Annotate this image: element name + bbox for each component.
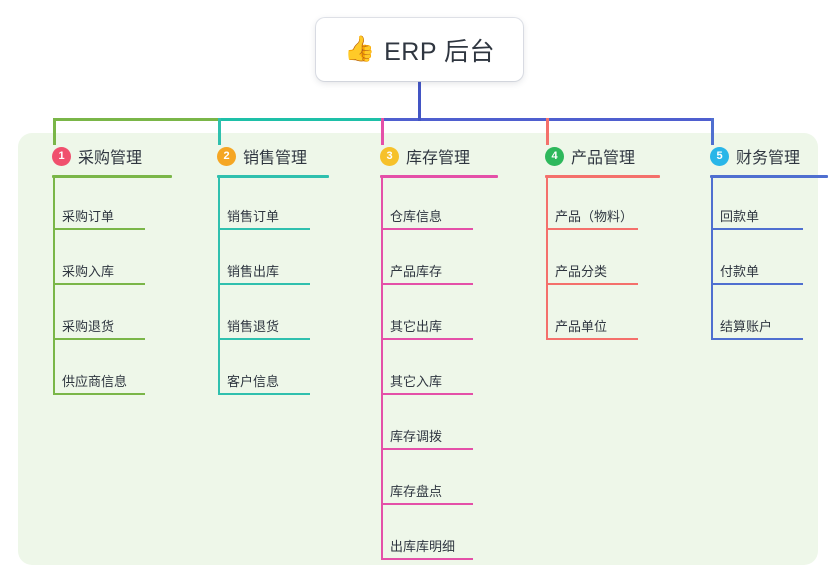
diagram-panel [18, 133, 818, 565]
leaf-item-underline [53, 393, 145, 395]
leaf-item-label[interactable]: 产品分类 [555, 264, 608, 279]
connector-drop-5 [711, 118, 714, 145]
branch-underline [710, 175, 828, 178]
connector-drop-2 [218, 118, 221, 145]
branch-column-2: 2 销售管理销售订单销售出库销售退货客户信息 [195, 143, 329, 395]
leaf-item-underline [381, 393, 473, 395]
leaf-item-label[interactable]: 采购订单 [62, 209, 115, 224]
branch-header-4[interactable]: 4 产品管理 [523, 143, 635, 169]
leaf-item-label[interactable]: 其它出库 [390, 319, 443, 334]
leaf-item-label[interactable]: 库存调拨 [390, 429, 443, 444]
branch-title: 产品管理 [571, 150, 636, 167]
branch-column-4: 4 产品管理产品（物料） 产品分类产品单位 [523, 143, 660, 340]
leaf-item-underline [381, 448, 473, 450]
leaf-item-underline [218, 283, 310, 285]
connector-drop-1 [53, 118, 56, 145]
branch-column-1: 1 采购管理采购订单采购入库采购退货供应商信息 [30, 143, 172, 395]
leaf-item-underline [381, 558, 473, 560]
leaf-item-underline [53, 283, 145, 285]
leaf-item-label[interactable]: 出库库明细 [390, 539, 456, 554]
branch-title: 库存管理 [406, 150, 471, 167]
leaf-item-label[interactable]: 供应商信息 [62, 374, 128, 389]
branch-spine [546, 176, 548, 340]
branch-spine [381, 176, 383, 560]
leaf-item-underline [381, 338, 473, 340]
leaf-item-label[interactable]: 产品单位 [555, 319, 608, 334]
branch-spine [218, 176, 220, 395]
leaf-item-label[interactable]: 采购入库 [62, 264, 115, 279]
branch-number-badge: 1 [52, 146, 71, 166]
leaf-item-label[interactable]: 销售出库 [227, 264, 280, 279]
leaf-item-underline [381, 228, 473, 230]
branch-number-badge: 5 [710, 146, 729, 166]
leaf-item-label[interactable]: 产品库存 [390, 264, 443, 279]
branch-column-5: 5 财务管理回款单付款单结算账户 [688, 143, 828, 340]
branch-spine [711, 176, 713, 340]
leaf-item-label[interactable]: 产品（物料） [555, 209, 634, 224]
branch-title: 采购管理 [78, 150, 143, 167]
branch-title: 销售管理 [243, 150, 308, 167]
connector-bar-mid [218, 118, 384, 121]
leaf-item-label[interactable]: 采购退货 [62, 319, 115, 334]
root-stem [418, 81, 421, 121]
branch-header-1[interactable]: 1 采购管理 [30, 143, 142, 169]
leaf-item-underline [218, 228, 310, 230]
leaf-item-underline [53, 338, 145, 340]
root-title: ERP 后台 [384, 37, 496, 66]
branch-number-badge: 4 [545, 146, 564, 166]
leaf-item-label[interactable]: 仓库信息 [390, 209, 443, 224]
branch-spine [53, 176, 55, 395]
leaf-item-underline [546, 228, 638, 230]
connector-bar-left [53, 118, 221, 121]
leaf-item-underline [711, 228, 803, 230]
branch-header-5[interactable]: 5 财务管理 [688, 143, 800, 169]
branch-column-3: 3 库存管理仓库信息产品库存其它出库其它入库库存调拨库存盘点出库库明细 [358, 143, 498, 560]
thumbs-up-icon: 👍 [343, 35, 376, 63]
branch-underline [380, 175, 498, 178]
leaf-item-label[interactable]: 销售订单 [227, 209, 280, 224]
leaf-item-underline [381, 503, 473, 505]
leaf-item-underline [381, 283, 473, 285]
leaf-item-label[interactable]: 客户信息 [227, 374, 280, 389]
branch-number-badge: 3 [380, 146, 399, 166]
leaf-item-label[interactable]: 回款单 [720, 209, 760, 224]
leaf-item-label[interactable]: 库存盘点 [390, 484, 443, 499]
branch-underline [217, 175, 329, 178]
leaf-item-underline [711, 338, 803, 340]
leaf-item-underline [218, 393, 310, 395]
connector-drop-4 [546, 118, 549, 145]
branch-header-3[interactable]: 3 库存管理 [358, 143, 470, 169]
branch-underline [52, 175, 172, 178]
leaf-item-label[interactable]: 结算账户 [720, 319, 773, 334]
leaf-item-label[interactable]: 其它入库 [390, 374, 443, 389]
branch-title: 财务管理 [736, 150, 801, 167]
connector-drop-3 [381, 118, 384, 145]
leaf-item-label[interactable]: 销售退货 [227, 319, 280, 334]
leaf-item-underline [546, 338, 638, 340]
leaf-item-label[interactable]: 付款单 [720, 264, 760, 279]
branch-underline [545, 175, 660, 178]
leaf-item-underline [218, 338, 310, 340]
branch-header-2[interactable]: 2 销售管理 [195, 143, 307, 169]
leaf-item-underline [546, 283, 638, 285]
branch-number-badge: 2 [217, 146, 236, 166]
root-node[interactable]: 👍 ERP 后台 [316, 18, 523, 81]
leaf-item-underline [711, 283, 803, 285]
leaf-item-underline [53, 228, 145, 230]
